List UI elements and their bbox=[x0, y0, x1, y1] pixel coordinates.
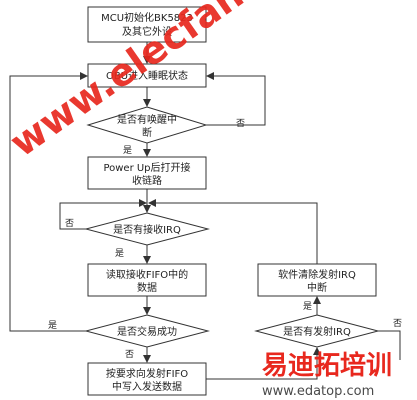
label-wakeup-no: 否 bbox=[236, 118, 245, 129]
edatop-watermark: 易迪拓培训 www.edatop.com bbox=[262, 351, 392, 399]
decision-trade: 是否交易成功 bbox=[84, 314, 210, 348]
node-write-tx: 按要求向发射FIFO 中写入发送数据 bbox=[87, 362, 207, 396]
node-read-fifo-line2: 数据 bbox=[137, 281, 157, 294]
label-wakeup-yes: 是 bbox=[123, 145, 132, 156]
decision-receive: 是否有接收IRQ bbox=[84, 212, 210, 246]
label-send-no: 否 bbox=[393, 318, 402, 329]
arrow-wakeup-no-loop bbox=[206, 72, 266, 126]
arrow-send-no-tail bbox=[378, 330, 401, 360]
label-trade-yes: 是 bbox=[48, 320, 57, 331]
arrow-trade-yes-to-sleep bbox=[9, 72, 88, 332]
node-power-up-line1: Power Up后打开接 bbox=[103, 161, 190, 174]
decision-wakeup-line1: 是否有唤醒中 bbox=[117, 113, 177, 126]
label-trade-no: 否 bbox=[125, 349, 134, 360]
arrow-write-to-send bbox=[206, 347, 321, 380]
decision-trade-label: 是否交易成功 bbox=[117, 325, 177, 338]
node-power-up-line2: 收链路 bbox=[132, 174, 162, 187]
node-read-fifo: 读取接收FIFO中的 数据 bbox=[87, 263, 207, 297]
node-clear-tx-irq: 软件清除发射IRQ 中断 bbox=[257, 263, 377, 297]
node-write-tx-line1: 按要求向发射FIFO bbox=[106, 367, 188, 380]
node-mcu-init: MCU初始化BK5823 及其它外设 bbox=[87, 6, 207, 43]
node-mcu-init-line2: 及其它外设 bbox=[122, 25, 172, 38]
label-receive-yes: 是 bbox=[115, 248, 124, 259]
arrow-receive-no-loop bbox=[59, 199, 147, 230]
label-send-yes: 是 bbox=[303, 301, 312, 312]
decision-send-irq-label: 是否有发射IRQ bbox=[283, 325, 351, 338]
decision-wakeup: 是否有唤醒中 断 bbox=[86, 106, 208, 144]
decision-receive-label: 是否有接收IRQ bbox=[113, 223, 181, 236]
label-receive-no: 否 bbox=[65, 218, 74, 229]
edatop-url-text: www.edatop.com bbox=[262, 384, 374, 399]
node-sleep-state-label: OBU进入睡眠状态 bbox=[106, 69, 188, 82]
node-write-tx-line2: 中写入发送数据 bbox=[112, 380, 182, 393]
decision-wakeup-line2: 断 bbox=[142, 126, 152, 139]
node-clear-tx-irq-line2: 中断 bbox=[307, 281, 327, 294]
node-read-fifo-line1: 读取接收FIFO中的 bbox=[106, 268, 188, 281]
decision-send-irq: 是否有发射IRQ bbox=[254, 314, 380, 348]
node-clear-tx-irq-line1: 软件清除发射IRQ bbox=[278, 268, 356, 281]
node-mcu-init-line1: MCU初始化BK5823 bbox=[101, 11, 193, 24]
arrow-clear-to-receive bbox=[148, 199, 318, 264]
node-sleep-state: OBU进入睡眠状态 bbox=[87, 63, 207, 88]
edatop-logo-text: 易迪拓培训 bbox=[262, 351, 392, 381]
node-power-up: Power Up后打开接 收链路 bbox=[87, 156, 207, 190]
connectors bbox=[9, 42, 401, 380]
